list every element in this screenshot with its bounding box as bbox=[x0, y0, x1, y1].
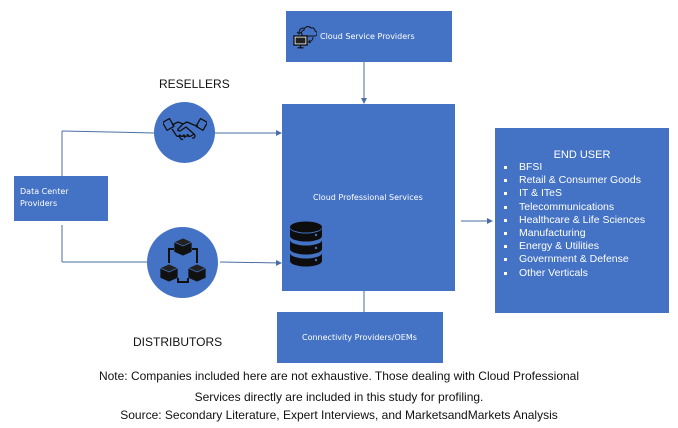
end-user-item: IT & ITeS bbox=[504, 187, 645, 200]
end-user-item-label: Telecommunications bbox=[519, 200, 615, 213]
handshake-icon bbox=[161, 115, 209, 149]
end-user-item: BFSI bbox=[504, 161, 645, 174]
cloud-monitor-icon bbox=[293, 23, 318, 49]
end-user-item: Retail & Consumer Goods bbox=[504, 174, 645, 187]
bullet-icon bbox=[504, 271, 507, 275]
end-user-item-label: IT & ITeS bbox=[519, 187, 562, 200]
cloud-professional-services-node: Cloud Professional Services bbox=[282, 104, 455, 291]
database-icon bbox=[289, 221, 323, 267]
end-user-title: END USER bbox=[553, 149, 611, 161]
data-center-providers-label-line1: Data Center bbox=[20, 187, 69, 196]
end-user-list: BFSI Retail & Consumer Goods IT & ITeS T… bbox=[504, 161, 645, 280]
network-cubes-icon bbox=[158, 236, 208, 286]
end-user-item-label: Retail & Consumer Goods bbox=[519, 174, 641, 187]
bullet-icon bbox=[504, 205, 507, 209]
bullet-icon bbox=[504, 258, 507, 262]
end-user-item-label: Energy & Utilities bbox=[519, 240, 599, 253]
connectivity-providers-node: Connectivity Providers/OEMs bbox=[277, 312, 443, 363]
end-user-item: Manufacturing bbox=[504, 227, 645, 240]
end-user-item-label: Manufacturing bbox=[519, 227, 586, 240]
cloud-service-providers-label: Cloud Service Providers bbox=[320, 32, 415, 41]
end-user-item: Other Verticals bbox=[504, 267, 645, 280]
footnote-line1: Note: Companies included here are not ex… bbox=[98, 369, 580, 383]
resellers-label: RESELLERS bbox=[159, 77, 230, 91]
bullet-icon bbox=[504, 179, 507, 183]
connector-distributors-to-cps bbox=[219, 259, 282, 266]
bullet-icon bbox=[504, 192, 507, 196]
footnote-line3: Source: Secondary Literature, Expert Int… bbox=[120, 408, 558, 422]
distributors-node bbox=[147, 227, 218, 298]
end-user-item: Energy & Utilities bbox=[504, 240, 645, 253]
bullet-icon bbox=[504, 166, 507, 169]
bullet-icon bbox=[504, 232, 507, 236]
cloud-professional-services-label: Cloud Professional Services bbox=[313, 193, 423, 202]
cloud-service-providers-node: Cloud Service Providers bbox=[286, 11, 452, 62]
end-user-item-label: Other Verticals bbox=[519, 266, 588, 279]
end-user-node: END USER BFSI Retail & Consumer Goods IT… bbox=[495, 128, 669, 313]
data-center-providers-label-line2: Providers bbox=[20, 199, 58, 208]
end-user-item: Telecommunications bbox=[504, 201, 645, 214]
bullet-icon bbox=[504, 218, 507, 222]
end-user-item: Government & Defense bbox=[504, 253, 645, 266]
resellers-node bbox=[154, 102, 215, 163]
data-center-providers-node: Data Center Providers bbox=[14, 176, 108, 221]
end-user-item: Healthcare & Life Sciences bbox=[504, 214, 645, 227]
end-user-item-label: Healthcare & Life Sciences bbox=[519, 213, 646, 226]
end-user-item-label: BFSI bbox=[519, 161, 543, 173]
end-user-item-label: Government & Defense bbox=[519, 253, 629, 266]
connectivity-providers-label: Connectivity Providers/OEMs bbox=[302, 333, 417, 342]
connector-dc-to-resellers bbox=[61, 130, 155, 134]
footnote-line2: Services directly are included in this s… bbox=[194, 390, 484, 404]
bullet-icon bbox=[504, 245, 507, 249]
distributors-label: DISTRIBUTORS bbox=[133, 335, 223, 349]
